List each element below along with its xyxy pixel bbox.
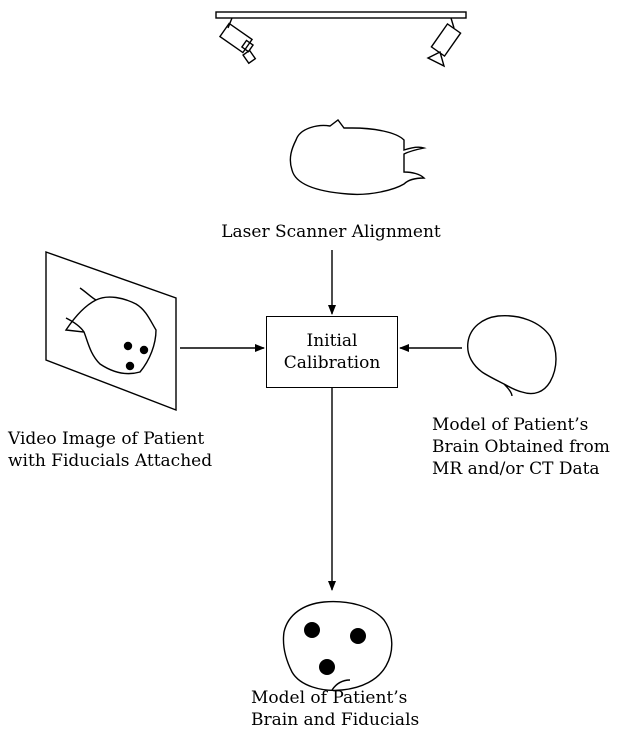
fiducial-marker: [319, 659, 335, 675]
calibration-label-line2: Calibration: [283, 353, 381, 373]
video-image-face-icon: [45, 251, 177, 412]
laser-scanner-rig-icon: [215, 11, 467, 68]
result-label-line2: Brain and Fiducials: [251, 710, 420, 730]
brain-with-fiducials-icon: [282, 600, 393, 692]
calibration-label-line1: Initial: [306, 331, 358, 351]
video-label-line1: Video Image of Patient: [8, 429, 205, 449]
video-image-label: Video Image of Patient with Fiducials At…: [8, 428, 212, 472]
model-label-line2: Brain Obtained from: [432, 437, 610, 457]
laser-scanner-label: Laser Scanner Alignment: [221, 222, 441, 242]
initial-calibration-box: Initial Calibration: [266, 316, 398, 388]
head-profile-icon: [289, 119, 427, 196]
fiducial-marker: [350, 628, 366, 644]
result-label-line1: Model of Patient’s: [251, 688, 408, 708]
brain-outline-icon: [467, 315, 557, 397]
video-label-line2: with Fiducials Attached: [8, 451, 213, 471]
fiducial-marker: [304, 622, 320, 638]
brain-model-label: Model of Patient’s Brain Obtained from M…: [432, 414, 610, 480]
result-label: Model of Patient’s Brain and Fiducials: [251, 687, 419, 731]
model-label-line1: Model of Patient’s: [432, 415, 589, 435]
model-label-line3: MR and/or CT Data: [432, 459, 600, 479]
